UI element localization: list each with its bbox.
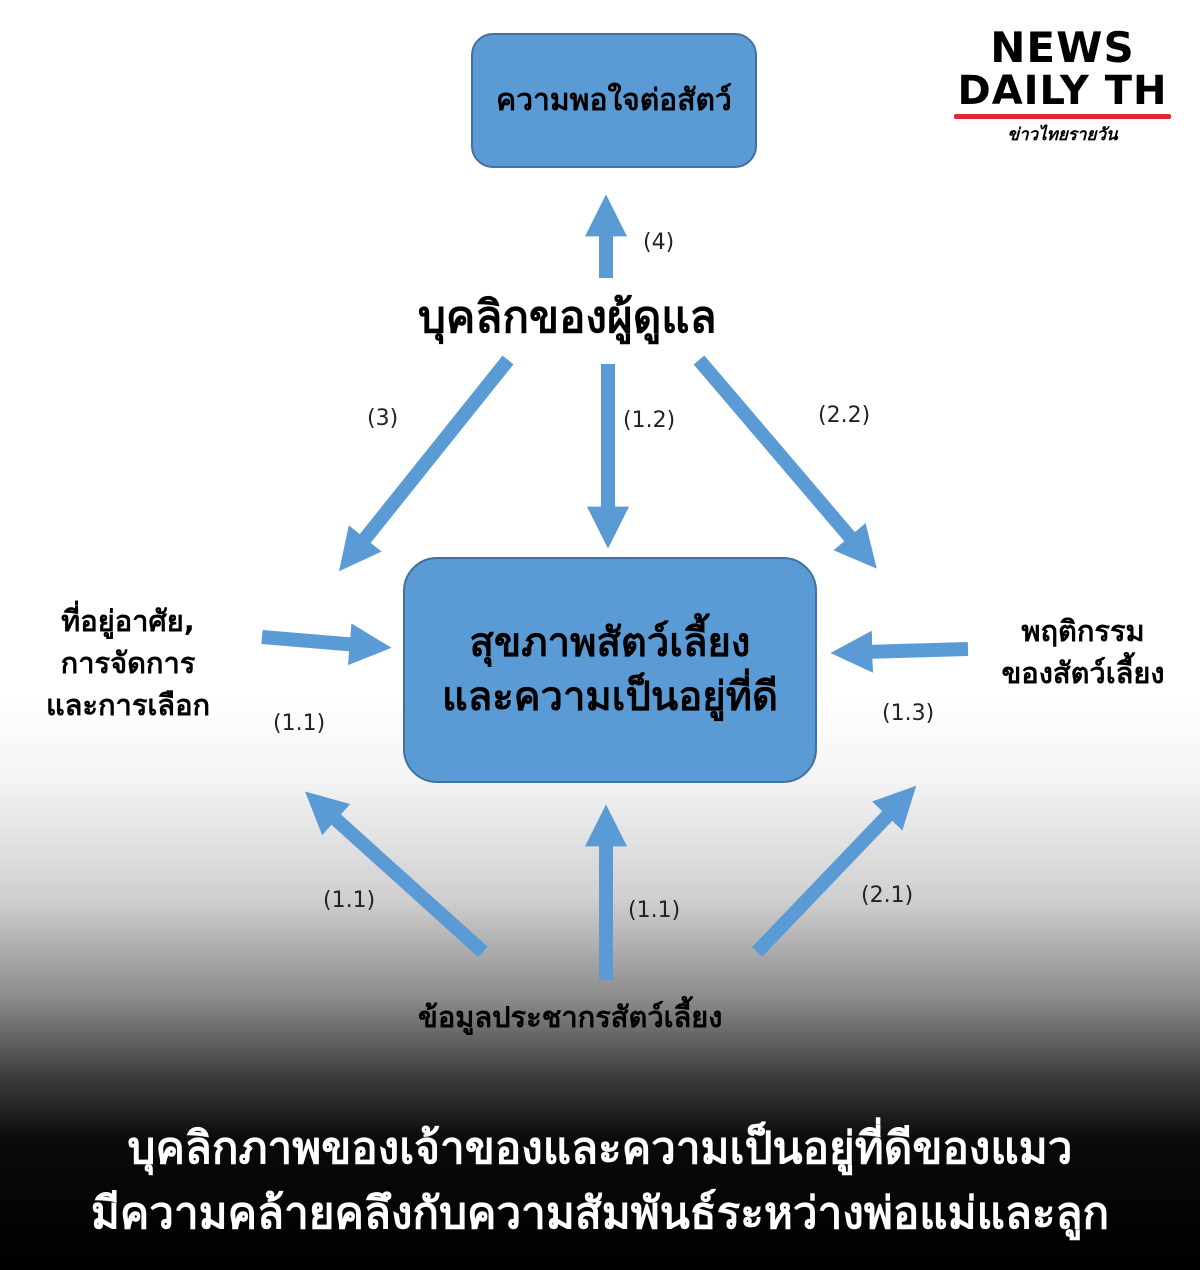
behavior-line-2: ของสัตว์เลี้ยง: [1001, 656, 1165, 691]
label-1-1-bottom-center: (1.1): [628, 898, 681, 923]
logo-underline: [954, 114, 1171, 119]
logo-line-2: DAILY TH: [957, 68, 1168, 114]
arrow-housing-to-health: [261, 623, 392, 666]
pet-demographics-label: ข้อมูลประชากรสัตว์เลี้ยง: [418, 1000, 723, 1034]
housing-line-1: ที่อยู่อาศัย,: [61, 604, 195, 638]
label-2-2: (2.2): [818, 403, 871, 428]
caption-line-2: มีความคล้ายคลึงกับความสัมพันธ์ระหว่างพ่อ…: [90, 1188, 1110, 1239]
logo-tagline: ข่าวไทยรายวัน: [1007, 125, 1118, 145]
pet-behavior-label: พฤติกรรม ของสัตว์เลี้ยง: [978, 610, 1188, 694]
health-line-2: และความเป็นอยู่ที่ดี: [441, 674, 779, 720]
caption-line-1: บุคลิกภาพของเจ้าของและความเป็นอยู่ที่ดีข…: [127, 1123, 1073, 1174]
label-1-3: (1.3): [882, 701, 935, 726]
arrow-behavior-to-health: [830, 630, 969, 673]
arrow-demographics-to-right: [751, 785, 917, 957]
arrow-caregiver-to-behavior: [693, 355, 877, 569]
arrow-demographics-to-left: [305, 791, 488, 958]
housing-line-2: การจัดการ: [60, 646, 196, 681]
satisfaction-box: ความพอใจต่อสัตว์: [471, 33, 757, 168]
news-daily-th-logo: NEWS DAILY TH ข่าวไทยรายวัน: [950, 26, 1175, 148]
behavior-line-1: พฤติกรรม: [1021, 614, 1145, 648]
label-3: (3): [367, 406, 399, 431]
housing-label: ที่อยู่อาศัย, การจัดการ และการเลือก: [28, 600, 228, 726]
caregiver-personality-label: บุคลิกของผู้ดูแล: [418, 292, 717, 343]
label-1-1-bottom-left: (1.1): [323, 888, 376, 913]
health-wellbeing-box: สุขภาพสัตว์เลี้ยง และความเป็นอยู่ที่ดี: [403, 557, 817, 783]
label-1-1-left: (1.1): [273, 711, 326, 736]
housing-line-3: และการเลือก: [45, 688, 211, 723]
label-2-1: (2.1): [861, 883, 914, 908]
label-1-2: (1.2): [623, 408, 676, 433]
health-line-1: สุขภาพสัตว์เลี้ยง: [469, 620, 751, 666]
satisfaction-label: ความพอใจต่อสัตว์: [496, 83, 732, 118]
logo-line-1: NEWS: [990, 23, 1135, 72]
arrow-caregiver-to-housing: [339, 355, 514, 572]
label-4: (4): [643, 230, 675, 255]
